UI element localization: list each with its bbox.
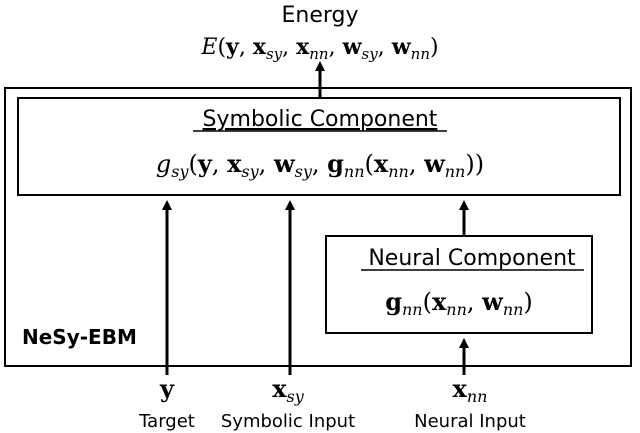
nesy-ebm-box	[4, 87, 632, 367]
target-symbol: y	[159, 374, 175, 403]
neural-input-label: Neural Input	[414, 411, 526, 432]
energy-formula: E(y, xsy, xnn, wsy, wnn)	[200, 34, 438, 63]
target-label: Target	[138, 411, 195, 432]
neural-component-formula: gnn(xnn, wnn)	[385, 287, 533, 319]
symbolic-input-label: Symbolic Input	[221, 411, 355, 432]
symbolic-component-formula: gsy(y, xsy, wsy, gnn(xnn, wnn))	[156, 149, 484, 181]
neural-component-box	[325, 235, 593, 334]
symbolic-input-symbol: xsy	[272, 374, 305, 406]
neural-input-symbol: xnn	[453, 374, 488, 406]
symbolic-component-title: Symbolic Component	[203, 107, 438, 132]
nesy-ebm-label: NeSy-EBM	[22, 325, 137, 349]
energy-title: Energy	[281, 3, 358, 28]
neural-component-title: Neural Component	[368, 246, 576, 271]
